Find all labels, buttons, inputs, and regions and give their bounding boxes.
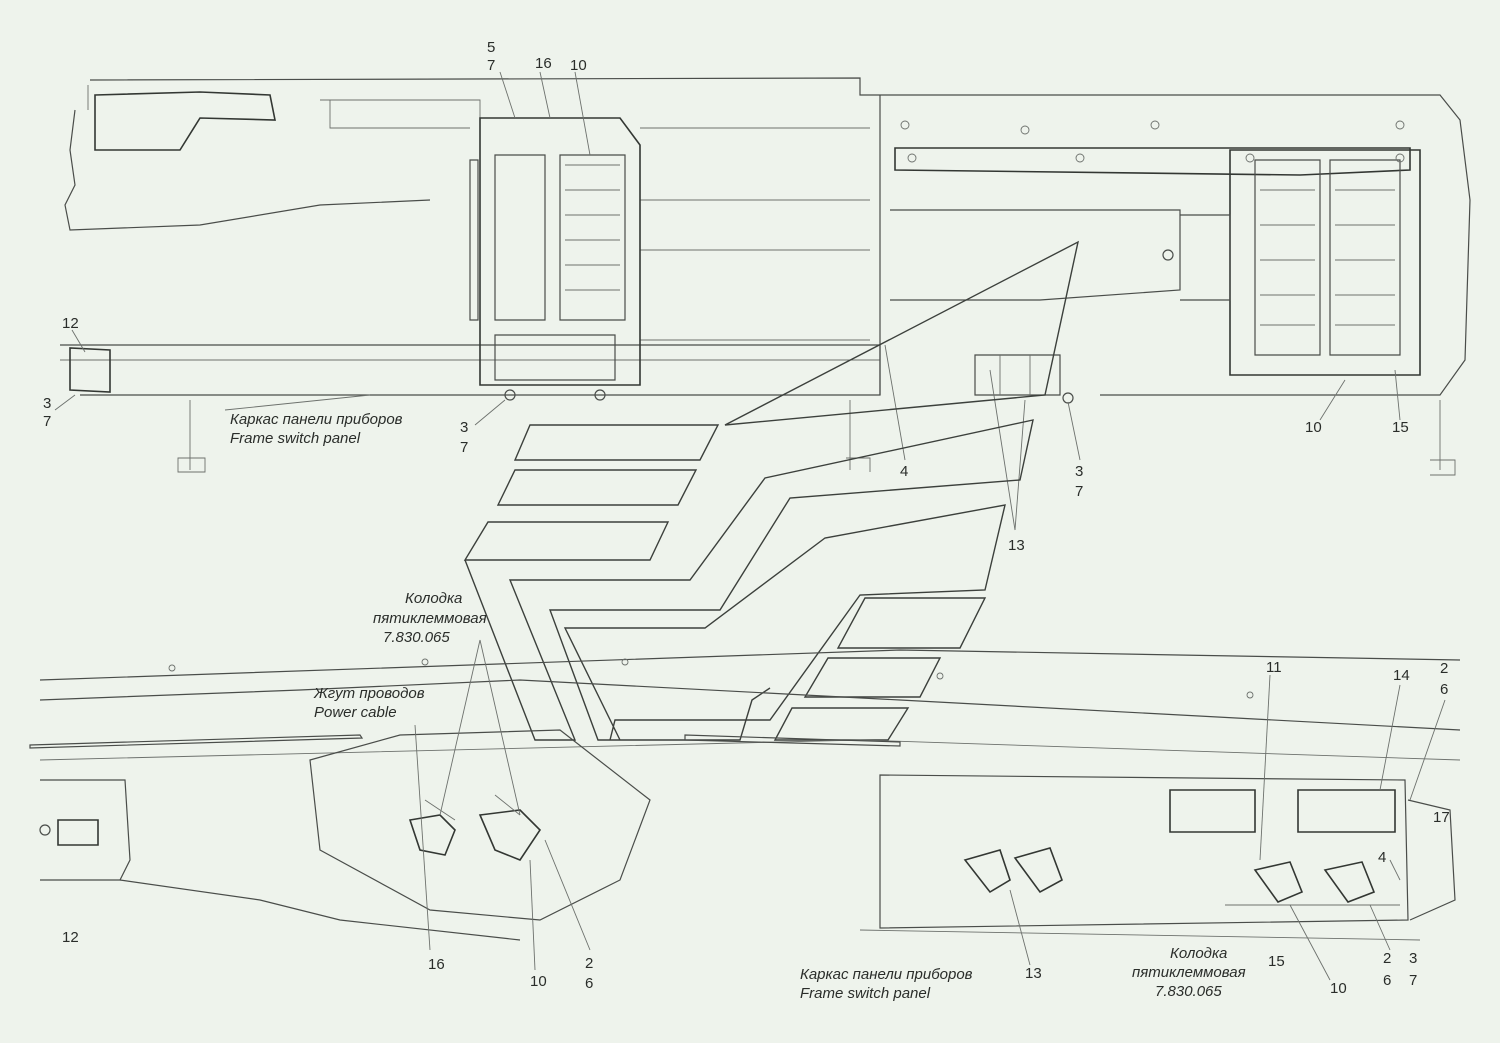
top-view-drawing [60, 77, 1471, 476]
callout-2: 2 [1383, 950, 1391, 967]
callout-10: 10 [1330, 980, 1347, 997]
callout-15: 15 [1392, 419, 1409, 436]
harness-caption-ru: Жгут проводов [313, 685, 425, 702]
callout-16: 16 [428, 956, 445, 973]
callout-3: 3 [460, 419, 468, 436]
connector-caption-line3: 7.830.065 [1155, 983, 1222, 1000]
callout-6: 6 [585, 975, 593, 992]
callout-4: 4 [1378, 849, 1386, 866]
center-mark-graphic [463, 240, 1079, 741]
callout-13: 13 [1008, 537, 1025, 554]
callout-12: 12 [62, 315, 79, 332]
callout-15: 15 [1268, 953, 1285, 970]
callout-5: 5 [487, 39, 495, 56]
frame-caption-en: Frame switch panel [230, 430, 361, 447]
callout-7: 7 [487, 57, 495, 74]
callout-2: 2 [1440, 660, 1448, 677]
harness-caption-en: Power cable [314, 704, 397, 721]
callout-7: 7 [460, 439, 468, 456]
callout-3: 3 [1075, 463, 1083, 480]
connector-caption-line1: Колодка [1170, 945, 1227, 962]
callout-2: 2 [585, 955, 593, 972]
frame-caption-en: Frame switch panel [800, 985, 931, 1002]
callout-4: 4 [900, 463, 908, 480]
callout-10: 10 [530, 973, 547, 990]
bottom-view-drawing [29, 649, 1461, 941]
callout-12: 12 [62, 929, 79, 946]
callout-11: 11 [1266, 659, 1282, 676]
frame-caption-ru: Каркас панели приборов [800, 966, 973, 983]
callout-3: 3 [43, 395, 51, 412]
callout-10: 10 [1305, 419, 1322, 436]
callout-16: 16 [535, 55, 552, 72]
top-view-leaders [54, 71, 1401, 531]
callout-13: 13 [1025, 965, 1042, 982]
bottom-view-leaders [414, 639, 1446, 981]
connector-caption-line3: 7.830.065 [383, 629, 450, 646]
callout-17: 17 [1433, 809, 1450, 826]
callout-7: 7 [1409, 972, 1417, 989]
callout-7: 7 [43, 413, 51, 430]
callout-6: 6 [1440, 681, 1448, 698]
connector-caption-line1: Колодка [405, 590, 462, 607]
callout-3: 3 [1409, 950, 1417, 967]
connector-caption-line2: пятиклеммовая [373, 610, 487, 627]
callout-10: 10 [570, 57, 587, 74]
callout-7: 7 [1075, 483, 1083, 500]
connector-caption-line2: пятиклеммовая [1132, 964, 1246, 981]
callout-14: 14 [1393, 667, 1410, 684]
callout-6: 6 [1383, 972, 1391, 989]
frame-caption-ru: Каркас панели приборов [230, 411, 403, 428]
